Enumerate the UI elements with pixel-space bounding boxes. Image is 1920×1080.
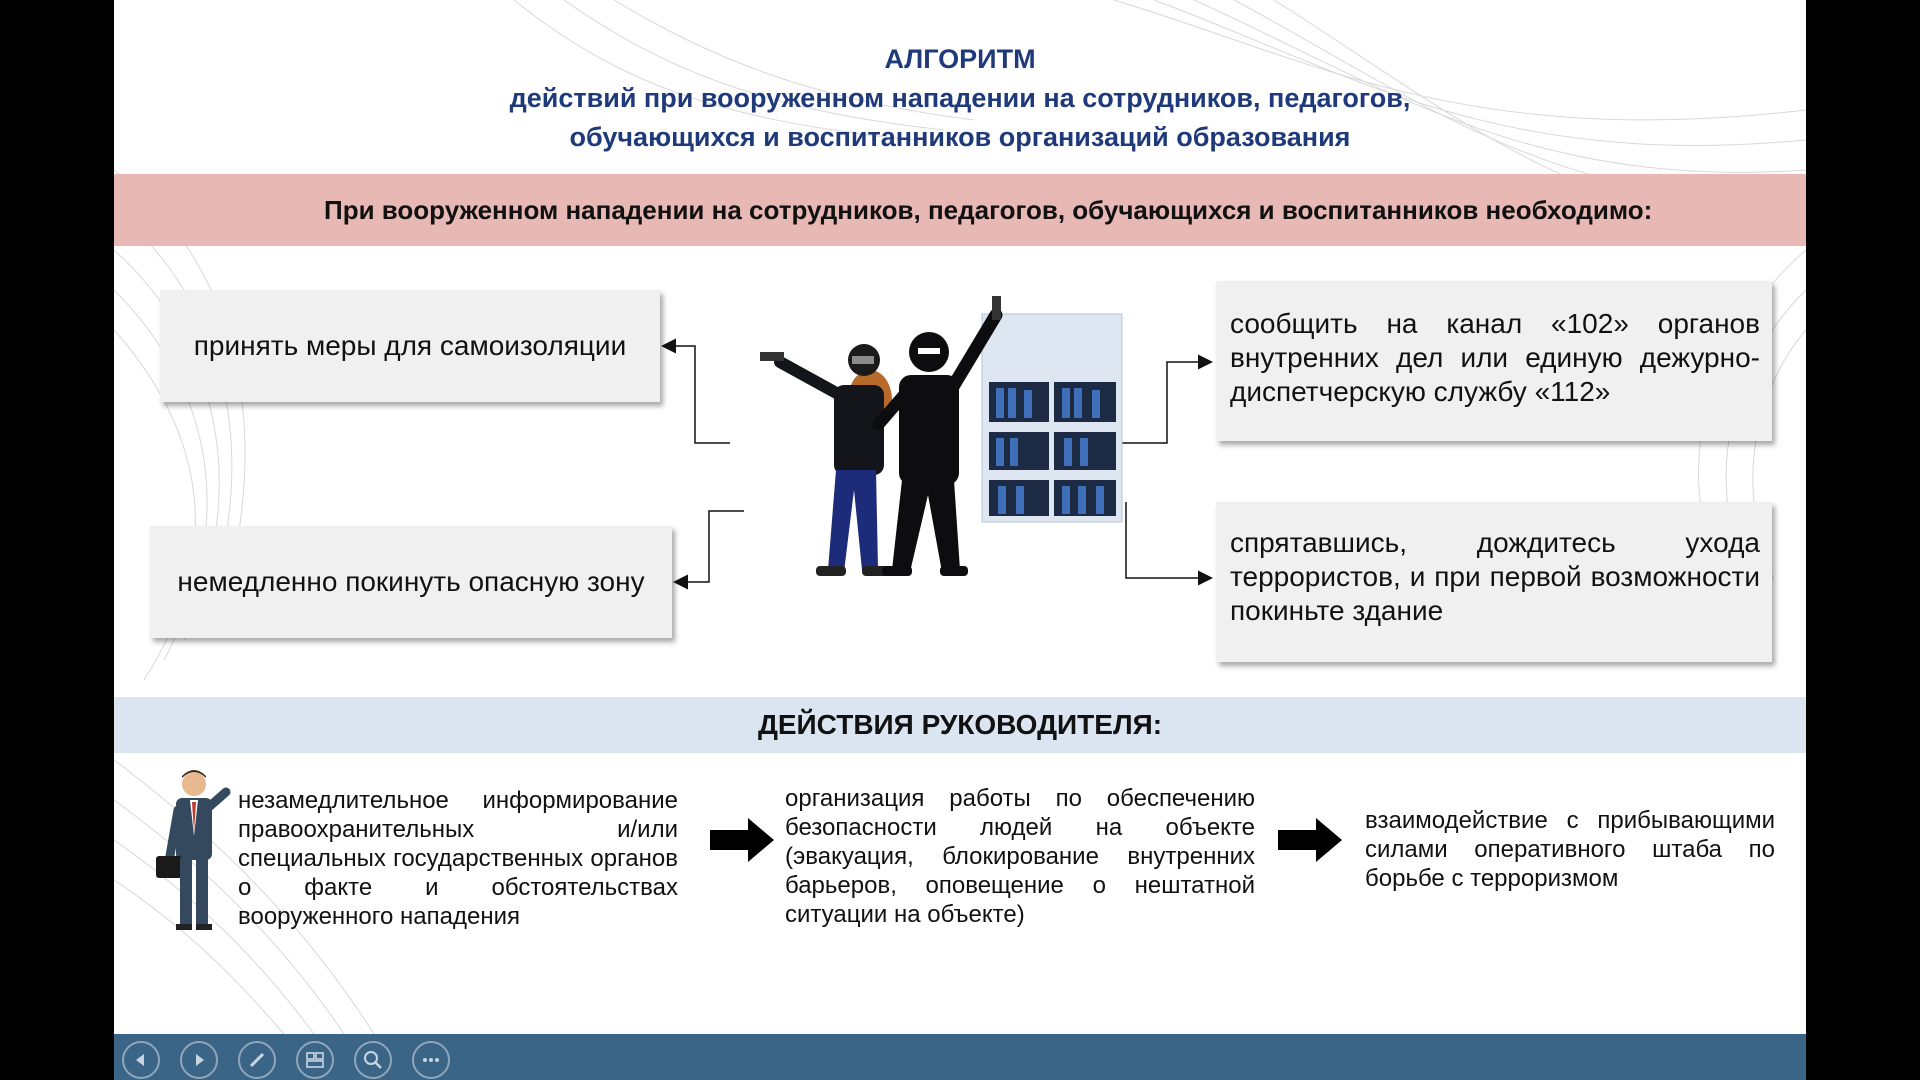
pen-tool-button[interactable] [238, 1041, 276, 1079]
next-slide-button[interactable] [180, 1041, 218, 1079]
pen-icon [249, 1052, 265, 1068]
zoom-icon [364, 1051, 382, 1069]
action-text: спрятавшись, дождитесь ухода террористов… [1230, 527, 1760, 626]
title-line-2: действий при вооруженном нападении на со… [509, 83, 1411, 113]
banner-text: При вооруженном нападении на сотрудников… [324, 195, 1653, 225]
armed-attackers-illustration [760, 296, 1123, 576]
manager-step-1: незамедлительное информирование правоохр… [238, 787, 678, 930]
slide-title: АЛГОРИТМ действий при вооруженном нападе… [114, 40, 1806, 157]
connector-arrows [661, 338, 1213, 590]
previous-slide-button[interactable] [122, 1041, 160, 1079]
instruction-banner: При вооруженном нападении на сотрудников… [114, 174, 1806, 246]
manager-actions-band: ДЕЙСТВИЯ РУКОВОДИТЕЛЯ: [114, 697, 1806, 753]
title-line-1: АЛГОРИТМ [884, 44, 1036, 74]
manager-heading: ДЕЙСТВИЯ РУКОВОДИТЕЛЯ: [757, 709, 1163, 740]
title-line-3: обучающихся и воспитанников организаций … [569, 122, 1351, 152]
presentation-slide: АЛГОРИТМ действий при вооруженном нападе… [114, 0, 1806, 1080]
action-text: сообщить на канал «102» органов внутренн… [1230, 308, 1760, 407]
next-icon [196, 1054, 204, 1066]
action-text: немедленно покинуть опасную зону [177, 566, 645, 597]
zoom-button[interactable] [354, 1041, 392, 1079]
action-card-hide-and-leave: спрятавшись, дождитесь ухода террористов… [1216, 502, 1772, 662]
manager-step-3: взаимодействие с прибывающими силами опе… [1365, 807, 1775, 892]
manager-step-2: организация работы по обеспечению безопа… [785, 785, 1255, 928]
businessman-illustration [156, 770, 231, 930]
see-all-slides-button[interactable] [296, 1041, 334, 1079]
action-text: принять меры для самоизоляции [193, 330, 627, 361]
slides-icon [306, 1052, 324, 1068]
action-card-call-services: сообщить на канал «102» органов внутренн… [1216, 281, 1772, 441]
action-card-self-isolation: принять меры для самоизоляции [160, 290, 660, 402]
more-options-button[interactable] [412, 1041, 450, 1079]
previous-icon [136, 1054, 144, 1066]
action-card-leave-zone: немедленно покинуть опасную зону [150, 526, 672, 638]
more-icon [423, 1058, 439, 1062]
arrow-right-icon [1278, 818, 1342, 862]
arrow-right-icon [710, 818, 774, 862]
presentation-toolbar [114, 1034, 1806, 1080]
